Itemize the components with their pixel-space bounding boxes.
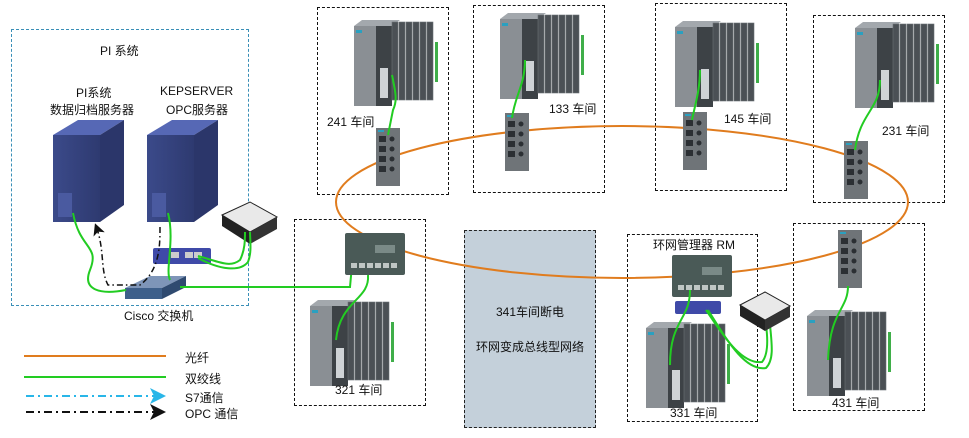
cisco-switch-label: Cisco 交换机 [124, 309, 194, 323]
workshop-133-label: 133 车间 [549, 102, 597, 116]
outage-note: 341车间断电 环网变成总线型网络 [464, 230, 596, 428]
network-adapter-icon [153, 248, 211, 264]
legend-opc-label: OPC 通信 [185, 407, 239, 421]
legend-s7-label: S7通信 [185, 391, 224, 405]
workshop-231-label: 231 车间 [882, 124, 930, 138]
ring-switch-145-icon [683, 112, 707, 170]
cable-133 [511, 59, 526, 119]
cisco-switch-icon [125, 276, 186, 299]
workshop-331-box [627, 234, 758, 422]
plc-133-icon [500, 13, 584, 99]
ring-switch-431-icon [838, 230, 862, 288]
archive-server-label-1: PI系统 [76, 86, 112, 100]
workshop-331-label: 331 车间 [670, 406, 718, 420]
pi-system-group-label: PI 系统 [100, 44, 139, 58]
cable-431 [827, 285, 849, 361]
pi-system-group [11, 29, 249, 306]
workshop-133-box [473, 5, 605, 193]
ring-switch-231-icon [844, 141, 868, 199]
opc-server-label-2: OPC服务器 [166, 103, 229, 117]
fiber-ring [335, 125, 909, 279]
outage-note-line2: 环网变成总线型网络 [475, 340, 584, 354]
plc-145-icon [675, 21, 759, 107]
opc-server-label-1: KEPSERVER [160, 84, 234, 98]
cable-145 [691, 69, 701, 121]
plc-331-icon [646, 322, 730, 408]
gateway-box-icon [220, 201, 279, 244]
ring-adapter-icon [675, 301, 721, 314]
cable-331 [669, 289, 691, 366]
ring-manager-label: 环网管理器 RM [653, 238, 735, 252]
opc-server-icon [147, 120, 218, 222]
workshop-241-box [317, 7, 449, 195]
legend-fiber-label: 光纤 [185, 351, 210, 365]
archive-server-label-2: 数据归档服务器 [50, 103, 135, 117]
cable-331-gw-b [707, 309, 773, 370]
workshop-431-label: 431 车间 [832, 396, 880, 410]
outage-note-line1: 341车间断电 [495, 305, 565, 319]
workshop-241-label: 241 车间 [327, 115, 375, 129]
plc-231-icon [855, 22, 939, 108]
ring-manager-icon [672, 255, 732, 297]
ring-switch-241-icon [376, 128, 400, 186]
workshop-145-box [655, 3, 787, 191]
workshop-231-box [813, 15, 945, 203]
scalance-321-icon [345, 233, 405, 275]
cable-241 [387, 74, 397, 136]
plc-431-icon [807, 310, 891, 396]
ring-switch-133-icon [505, 113, 529, 171]
legend-twisted-pair-label: 双绞线 [185, 372, 222, 386]
cable-231 [854, 79, 881, 151]
workshop-321-box [294, 219, 426, 406]
workshop-145-label: 145 车间 [724, 112, 772, 126]
archive-server-icon [53, 120, 124, 222]
workshop-431-box [793, 223, 925, 411]
plc-241-icon [354, 20, 438, 106]
plc-321-icon [310, 300, 394, 386]
workshop-321-label: 321 车间 [335, 383, 383, 397]
cable-321 [335, 274, 370, 341]
